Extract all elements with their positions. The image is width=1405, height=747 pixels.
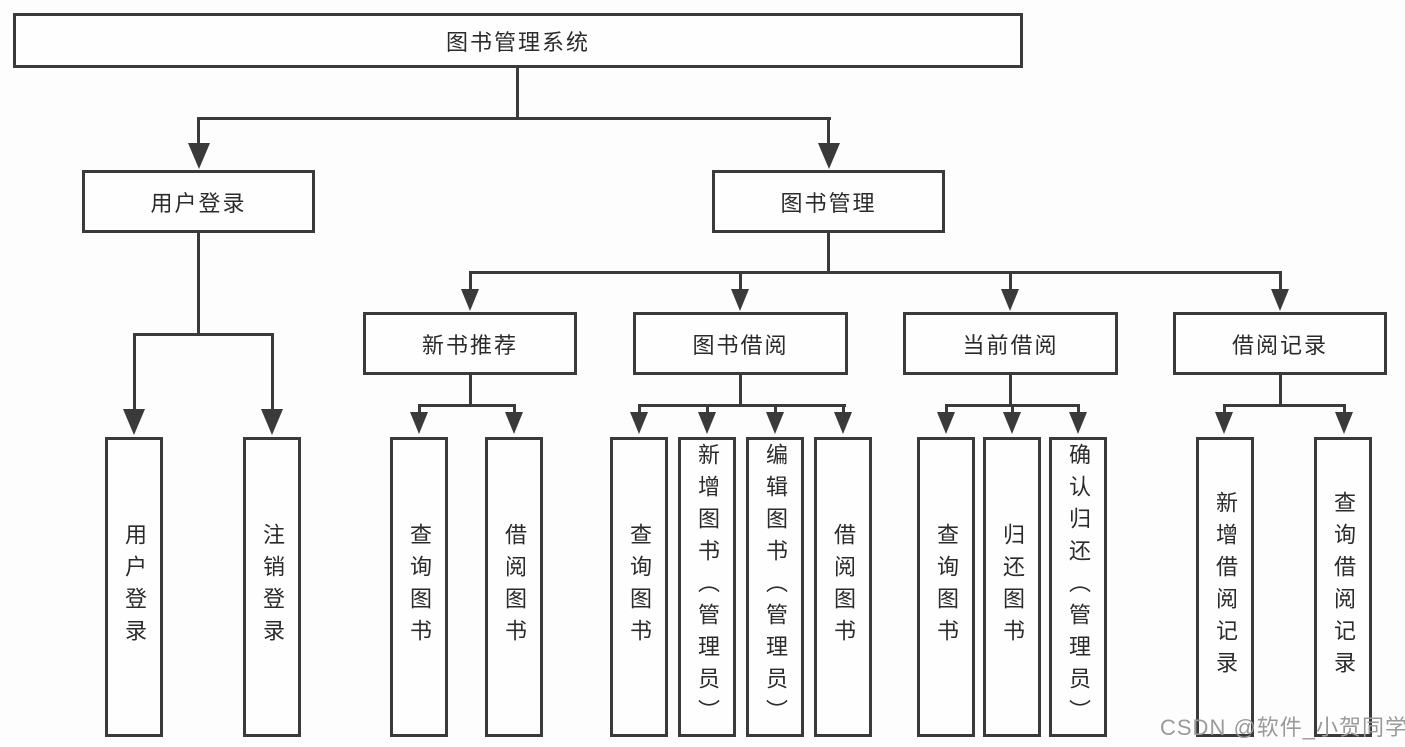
connector-line (1279, 375, 1282, 407)
connector-line (271, 333, 274, 409)
arrowhead-down-icon (123, 409, 145, 435)
connector-line (739, 271, 742, 291)
arrowhead-down-icon (1215, 412, 1233, 434)
connector-line (1009, 271, 1012, 291)
node-new-book-recommend: 新书推荐 (363, 312, 577, 375)
leaf-query-books: 查询图书 (610, 437, 668, 737)
leaf-confirm-return-admin: 确认归还（管理员） (1049, 437, 1107, 737)
connector-line (197, 117, 200, 148)
arrowhead-down-icon (834, 412, 852, 434)
connector-line (133, 333, 274, 336)
connector-line (827, 117, 830, 148)
arrowhead-down-icon (630, 412, 648, 434)
arrowhead-down-icon (461, 289, 479, 311)
leaf-add-borrow-record: 新增借阅记录 (1196, 437, 1254, 737)
connector-line (197, 117, 831, 120)
connector-line (638, 404, 641, 413)
arrowhead-down-icon (698, 412, 716, 434)
arrowhead-down-icon (1001, 289, 1019, 311)
connector-line (469, 271, 472, 291)
connector-line (197, 233, 200, 335)
arrowhead-down-icon (1335, 412, 1353, 434)
leaf-add-book-admin: 新增图书（管理员） (678, 437, 736, 737)
connector-line (513, 404, 516, 413)
leaf-logout: 注销登录 (243, 437, 301, 737)
arrowhead-down-icon (261, 409, 283, 435)
connector-line (133, 333, 136, 409)
arrowhead-down-icon (410, 412, 428, 434)
connector-line (418, 404, 516, 407)
leaf-return-books: 归还图书 (983, 437, 1041, 737)
node-book-management: 图书管理 (712, 170, 945, 233)
connector-line (1011, 404, 1014, 413)
connector-line (1223, 404, 1226, 413)
leaf-query-borrow-record: 查询借阅记录 (1314, 437, 1372, 737)
leaf-user-login: 用户登录 (105, 437, 163, 737)
arrowhead-down-icon (766, 412, 784, 434)
arrowhead-down-icon (188, 143, 210, 169)
connector-line (774, 404, 777, 413)
connector-line (1343, 404, 1346, 413)
node-book-borrow: 图书借阅 (633, 312, 848, 375)
connector-line (418, 404, 421, 413)
node-user-login: 用户登录 (82, 170, 315, 233)
leaf-borrow-books: 借阅图书 (485, 437, 543, 737)
leaf-query-books: 查询图书 (917, 437, 975, 737)
arrowhead-down-icon (1271, 289, 1289, 311)
connector-line (638, 404, 846, 407)
connector-line (842, 404, 845, 413)
connector-line (1077, 404, 1080, 413)
node-library-management-system: 图书管理系统 (13, 13, 1023, 68)
watermark-text: CSDN @软件_小贺同学 (1160, 715, 1405, 740)
arrowhead-down-icon (937, 412, 955, 434)
connector-line (1009, 375, 1012, 407)
connector-line (827, 233, 830, 273)
arrowhead-down-icon (1003, 412, 1021, 434)
arrowhead-down-icon (1069, 412, 1087, 434)
connector-line (1279, 271, 1282, 291)
leaf-query-books: 查询图书 (390, 437, 448, 737)
arrowhead-down-icon (731, 289, 749, 311)
arrowhead-down-icon (505, 412, 523, 434)
connector-line (469, 271, 1282, 274)
connector-line (469, 375, 472, 407)
leaf-borrow-books: 借阅图书 (814, 437, 872, 737)
connector-line (706, 404, 709, 413)
leaf-edit-book-admin: 编辑图书（管理员） (746, 437, 804, 737)
connector-line (739, 375, 742, 407)
connector-line (945, 404, 948, 413)
node-borrow-records: 借阅记录 (1173, 312, 1387, 375)
node-current-borrow: 当前借阅 (903, 312, 1118, 375)
arrowhead-down-icon (818, 143, 840, 169)
connector-line (516, 68, 519, 118)
connector-line (1223, 404, 1346, 407)
